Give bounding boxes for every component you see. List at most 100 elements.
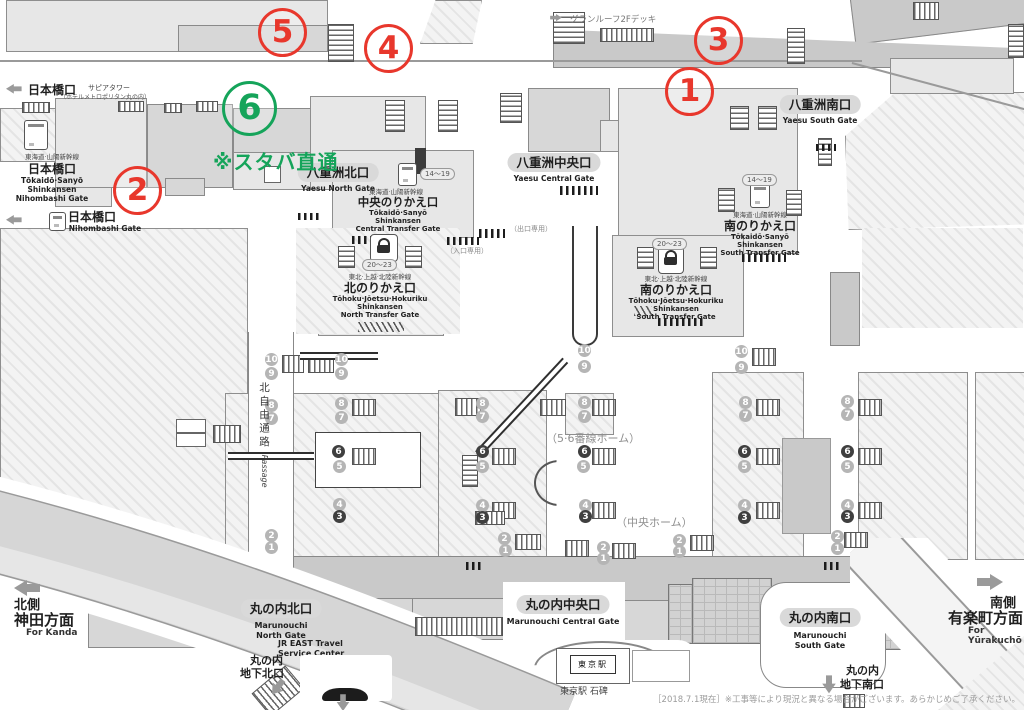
chika-south-arrow-icon (822, 675, 836, 694)
platform-number-9: 9 (578, 360, 591, 373)
south-tokaido-transfer-en3: South Transfer Gate (720, 249, 800, 257)
platform-number-3: 3 (841, 510, 854, 523)
hatched-area (862, 228, 1023, 328)
stairs-icon (455, 398, 481, 416)
stairs-icon (213, 425, 241, 443)
marunouchi-north-gate-en1: Marunouchi (254, 621, 308, 630)
ticket-gate-icon (298, 213, 320, 220)
north-transfer-en1: Tōhoku·Jōetsu·Hokuriku (332, 295, 428, 303)
stairs-icon (718, 188, 735, 212)
fence-ticks (634, 306, 652, 316)
marunouchi-south-gate-en1: Marunouchi (793, 631, 847, 640)
platform-number-10: 10 (735, 345, 748, 358)
platform-number-8: 8 (335, 397, 348, 410)
yaesu-south-block (845, 92, 1024, 230)
south-tohoku-transfer-line: 東北·上越·北陸新幹線 (644, 275, 708, 283)
yaesu-north-gate-en: Yaesu North Gate (301, 184, 375, 193)
walk-path (228, 452, 314, 460)
platform-number-6: 6 (841, 445, 854, 458)
connector (415, 148, 426, 174)
platform-number-5: 5 (577, 460, 590, 473)
platform-number-4: 4 (738, 499, 751, 512)
stairs-icon (515, 534, 541, 550)
stairs-icon (756, 502, 780, 519)
marker-2: 2 (113, 166, 162, 215)
platform-5-6-label: （5·6番線ホーム） (546, 432, 641, 445)
platform-number-7: 7 (841, 408, 854, 421)
platform-number-9: 9 (265, 367, 278, 380)
locked-gate-icon (370, 234, 398, 262)
platform-number-7: 7 (335, 411, 348, 424)
nihombashi-gate-arrow-icon (6, 215, 22, 225)
platform-number-5: 5 (738, 460, 751, 473)
chika-north-label1: 丸の内 (250, 654, 283, 667)
platform-number-7: 7 (578, 410, 591, 423)
monument-plaque-text: 東京駅 (578, 660, 608, 669)
chika-south-label1: 丸の内 (846, 664, 879, 677)
nihombashi-shinkansen-line: 東海道·山陽新幹線 (24, 153, 80, 161)
ticket-gate-icon (560, 186, 598, 195)
street-edge (0, 60, 862, 62)
south-tokaido-transfer-platforms: 14〜19 (742, 174, 777, 186)
stairs-icon (752, 348, 776, 366)
stairs-icon (438, 100, 458, 132)
stairs-icon (405, 246, 422, 268)
stairs-icon (637, 247, 654, 269)
south-tohoku-transfer-label: 南のりかえ口 (639, 283, 713, 297)
nihombashi-shinkansen-en3: Nihombashi Gate (15, 194, 89, 203)
marker-5: 5 (258, 8, 307, 57)
small-box (176, 419, 206, 433)
platform-east (975, 372, 1024, 560)
kanda-side-label: 北側 (14, 598, 41, 613)
platform-number-8: 8 (841, 395, 854, 408)
marunouchi-south-gate-label: 丸の内南口 (779, 608, 861, 627)
stairs-icon (118, 101, 144, 112)
central-transfer-platforms: 14〜19 (420, 168, 455, 180)
stairs-icon (690, 535, 714, 551)
platform-number-4: 4 (841, 499, 854, 512)
marunouchi-north-gate-en2: North Gate (256, 631, 306, 640)
central-transfer-label: 中央のりかえ口 (357, 195, 439, 209)
kanda-en-label: For Kanda (26, 628, 78, 638)
small-box (632, 650, 690, 682)
gate-machine-icon (24, 120, 48, 150)
building-block (420, 0, 482, 44)
platform-number-5: 5 (476, 460, 489, 473)
north-transfer-label: 北のりかえ口 (343, 281, 417, 295)
platform-number-10: 10 (578, 344, 591, 357)
stairs-icon (565, 540, 589, 557)
nihombashi-gate-label: 日本橋口 (68, 210, 117, 224)
nihombashi-shinkansen-en2: Shinkansen (27, 185, 77, 194)
stairs-icon (843, 694, 865, 708)
disclaimer: ［2018.7.1現在］※工事等により現況と異なる場合がございます。あらかじめご… (653, 695, 1020, 705)
stairs-icon (415, 617, 503, 636)
platform-number-7: 7 (739, 409, 752, 422)
gate-machine-icon (398, 163, 417, 186)
gate-machine-icon (49, 212, 66, 231)
yurakucho-arrow-icon (977, 574, 1003, 590)
nihombashi-shinkansen-en1: Tōkaidō·Sanyō (20, 176, 84, 185)
stairs-icon (786, 190, 802, 216)
south-tokaido-transfer-en2: Shinkansen (737, 241, 783, 249)
sapia-tower-label: サピアタワー (88, 84, 130, 92)
nihombashi-shinkansen-label: 日本橋口 (27, 162, 77, 176)
central-transfer-en2: Shinkansen (375, 217, 421, 225)
marunouchi-central-gate-en: Marunouchi Central Gate (506, 617, 620, 626)
platform-number-4: 4 (333, 498, 346, 511)
stairs-icon (844, 532, 868, 548)
platform-number-1: 1 (265, 541, 278, 554)
south-tokaido-transfer-label: 南のりかえ口 (723, 219, 797, 233)
yurakucho-en-label: For Yūrakuchō (968, 626, 1022, 646)
yaesu-south-gate-label: 八重洲南口 (779, 95, 861, 114)
stairs-icon (22, 102, 50, 113)
platform-number-5: 5 (841, 460, 854, 473)
south-tohoku-transfer-en2: Shinkansen (653, 305, 699, 313)
platform-number-6: 6 (578, 445, 591, 458)
platform-number-3: 3 (738, 511, 751, 524)
yurakucho-dir-label: 有楽町方面 (948, 609, 1024, 627)
platform-number-2: 2 (498, 532, 511, 545)
platform-number-1: 1 (673, 545, 686, 558)
stairs-icon (756, 399, 780, 416)
stairs-icon (612, 543, 636, 559)
south-tohoku-transfer-en1: Tōhoku·Jōetsu·Hokuriku (628, 297, 724, 305)
